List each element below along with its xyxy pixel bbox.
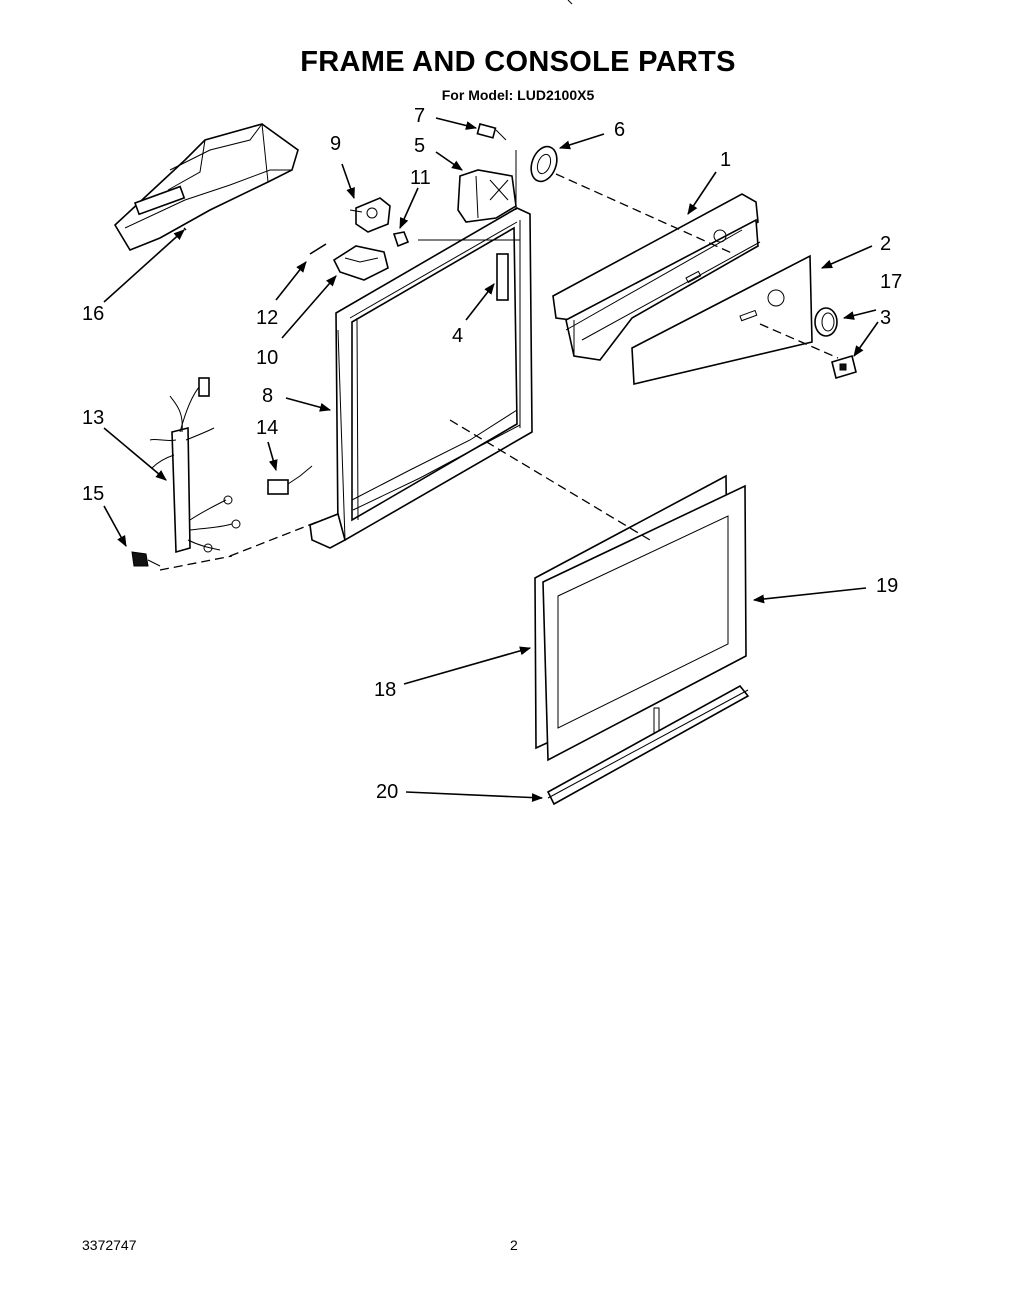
part-10-bracket: [332, 245, 389, 281]
page-title: FRAME AND CONSOLE PARTS: [300, 46, 736, 78]
part-14-sensor: [267, 465, 313, 495]
callout-8: 8: [262, 385, 273, 407]
callout-16: 16: [82, 303, 104, 325]
callout-5: 5: [414, 135, 425, 157]
part-20-trim: [546, 684, 750, 806]
callout-1: 1: [720, 149, 731, 171]
part-1-console: [552, 193, 761, 361]
scan-mark: [567, 0, 573, 5]
part-13-wire-harness: [149, 377, 241, 554]
part-2-overlay: [631, 254, 813, 385]
assembly-dashed-lines: [159, 173, 839, 571]
callout-2: 2: [880, 233, 891, 255]
part-15-screw: [131, 551, 161, 567]
callout-20: 20: [376, 781, 398, 803]
callout-labels: 1 2 3 4 5 6 7 8 9 10 11 12 13 14 15 16 1…: [82, 105, 902, 803]
callout-3: 3: [880, 307, 891, 329]
part-11-clip: [392, 231, 410, 248]
part-3-clip: [831, 354, 857, 380]
page-number: 2: [510, 1237, 518, 1253]
part-16-bracket: [113, 123, 299, 251]
callout-15: 15: [82, 483, 104, 505]
model-subtitle: For Model: LUD2100X5: [441, 87, 595, 103]
callout-4: 4: [452, 325, 463, 347]
document-number: 3372747: [82, 1237, 137, 1253]
callout-6: 6: [614, 119, 625, 141]
callout-7: 7: [414, 105, 425, 127]
part-5-switch: [457, 150, 517, 223]
part-12-screw: [309, 243, 327, 255]
callout-10: 10: [256, 347, 278, 369]
callout-13: 13: [82, 407, 104, 429]
callout-19: 19: [876, 575, 898, 597]
part-7-screw: [476, 123, 507, 141]
part-8-frame: [309, 207, 533, 549]
callout-12: 12: [256, 307, 278, 329]
part-17-knob: [814, 307, 838, 337]
part-6-knob: [530, 145, 558, 183]
leader-lines: [103, 117, 879, 803]
callout-11: 11: [410, 167, 431, 189]
callout-17: 17: [880, 271, 902, 293]
callout-9: 9: [330, 133, 341, 155]
part-19-door-insert: [542, 484, 747, 762]
part-9-latch: [349, 197, 391, 233]
callout-14: 14: [256, 417, 278, 439]
callout-18: 18: [374, 679, 396, 701]
